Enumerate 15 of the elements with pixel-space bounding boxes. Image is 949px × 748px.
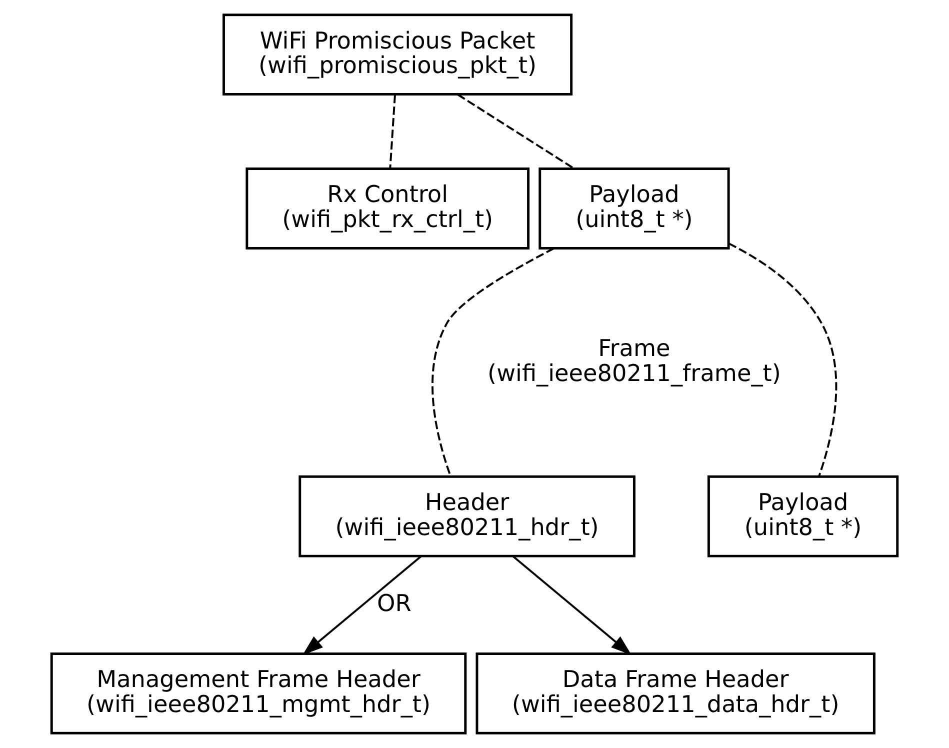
connector (432, 248, 554, 476)
arrow (512, 555, 632, 656)
node-box: Payload (uint8_t *) (538, 168, 730, 250)
connector (457, 94, 575, 170)
label: Frame (wifi_ieee80211_frame_t) (488, 335, 781, 387)
arrow (302, 555, 422, 656)
node-box: Rx Control (wifi_pkt_rx_ctrl_t) (246, 168, 530, 250)
connector (728, 242, 838, 476)
node-box: Management Frame Header (wifi_ieee80211_mgmt_hdr_t) (50, 652, 467, 734)
connector (389, 94, 396, 169)
edge-label: OR (377, 590, 412, 618)
node-box: WiFi Promiscious Packet (wifi_promiscious_pkt_t) (222, 14, 573, 96)
node-box: Header (wifi_ieee80211_hdr_t) (298, 475, 636, 558)
node-box: Payload (uint8_t *) (707, 475, 899, 558)
node-box: Data Frame Header (wifi_ieee80211_data_hdr_t) (476, 652, 876, 734)
